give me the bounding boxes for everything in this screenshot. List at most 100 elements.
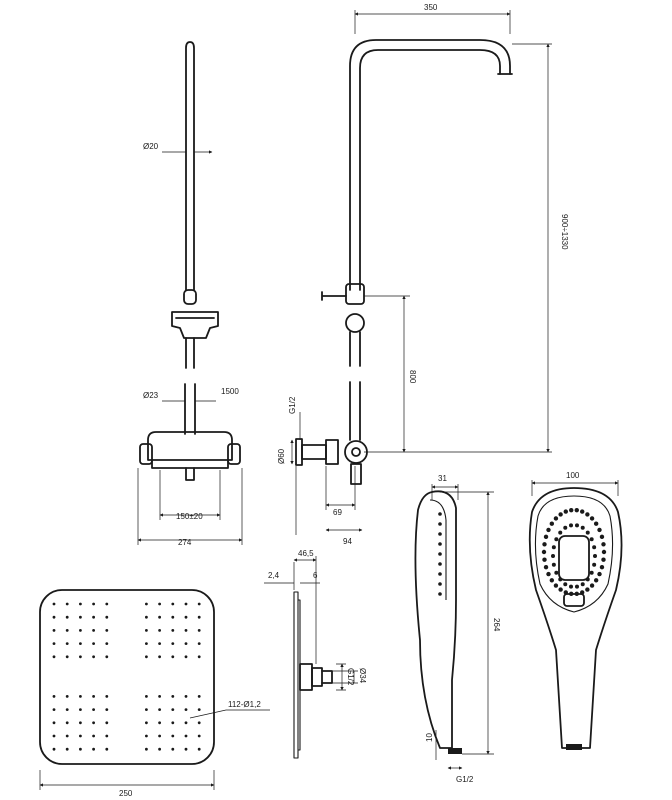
nozzle-dot [79, 615, 82, 619]
nozzle-dot [105, 708, 109, 711]
label-rosette-diameter: Ø60 [277, 448, 286, 464]
hand-nozzle-dot [597, 527, 602, 533]
hand-nozzle-dot [589, 537, 594, 542]
nozzle-dot [105, 642, 109, 645]
label-hand-length: 264 [492, 618, 501, 632]
nozzle-dot [65, 708, 69, 711]
nozzle-dot [158, 642, 162, 645]
nozzle-dot [171, 615, 175, 619]
hand-nozzle-dot [593, 578, 599, 583]
label-plate-2-4: 2,4 [268, 571, 280, 580]
hand-nozzle-dot [569, 523, 574, 528]
nozzle-dot [184, 615, 188, 619]
hand-nozzle-dot [553, 583, 559, 588]
nozzle-dot [92, 734, 95, 738]
overhead-shower-head: 250 112-Ø1,2 [39, 589, 270, 798]
nozzle-dot [105, 655, 109, 659]
label-spacing: 150±20 [176, 512, 203, 521]
nozzle-dot [79, 642, 82, 645]
nozzle-dot [145, 708, 148, 711]
nozzle-dot [145, 721, 148, 725]
nozzle-dot [158, 708, 162, 711]
label-rail-length: 1500 [221, 387, 239, 396]
nozzle-dot [197, 629, 201, 632]
nozzle-dot [105, 602, 109, 606]
label-arm-thread: G1/2 [346, 668, 355, 686]
hand-nozzle-dot [551, 545, 556, 550]
hand-nozzle-dot [585, 530, 590, 535]
nozzle-dot [158, 695, 162, 698]
side-nozzle-dot [438, 522, 442, 526]
nozzle-dot [171, 695, 175, 698]
nozzle-dot [184, 642, 188, 645]
nozzle-dot [171, 655, 175, 659]
nozzle-dot [158, 629, 162, 632]
label-head-width: 250 [119, 789, 133, 798]
hand-nozzle-dot [592, 545, 597, 550]
nozzle-dot [197, 655, 201, 659]
nozzle-dot [65, 615, 69, 619]
hand-nozzle-dot [541, 549, 547, 555]
label-nozzles: 112-Ø1,2 [228, 700, 261, 709]
hand-nozzle-dot [601, 557, 606, 562]
front-view: Ø20 Ø23 1500 150±20 274 [137, 41, 243, 547]
nozzle-dot [197, 708, 201, 711]
nozzle-dot [197, 615, 201, 619]
nozzle-dot [79, 708, 82, 711]
hand-nozzle-dot [542, 542, 547, 547]
nozzle-dot [65, 695, 69, 698]
side-nozzle-dot [438, 552, 442, 556]
nozzle-dot [184, 721, 188, 725]
nozzle-dot [145, 629, 148, 632]
hand-nozzle-dot [543, 564, 549, 570]
hand-nozzle-dot [597, 571, 602, 577]
nozzle-dot [171, 734, 175, 738]
nozzle-dot [158, 734, 162, 738]
label-top-width: 350 [424, 3, 438, 12]
hand-nozzle-dot [585, 587, 590, 592]
hand-nozzle-dot [549, 578, 555, 583]
hand-nozzle-dot [553, 516, 559, 521]
side-view: 350 900÷1330 800 G1/2 Ø60 69 94 [277, 3, 569, 546]
nozzle-dot [52, 695, 56, 698]
nozzle-dot [92, 629, 95, 632]
nozzle-dot [92, 695, 95, 698]
nozzle-dot [105, 629, 109, 632]
hand-nozzle-dot [546, 527, 551, 533]
label-arm-diameter: Ø34 [358, 668, 367, 684]
nozzle-dot [52, 615, 56, 619]
nozzle-dot [79, 655, 82, 659]
nozzle-dot [197, 721, 201, 725]
nozzle-dot [197, 602, 201, 606]
hand-nozzle-dot [592, 562, 597, 567]
nozzle-dot [92, 602, 95, 606]
side-nozzle-dot [438, 532, 442, 536]
nozzle-dot [158, 655, 162, 659]
nozzle-dot [184, 655, 188, 659]
hand-shower-side: 31 264 10 G1/2 [414, 474, 501, 784]
nozzle-dot [79, 629, 82, 632]
nozzle-dot [145, 655, 148, 659]
hand-nozzle-dot [574, 584, 579, 589]
side-nozzle-dot [438, 572, 442, 576]
nozzle-dot [145, 734, 148, 738]
nozzle-dot [65, 734, 69, 738]
hand-nozzle-dot [551, 554, 555, 558]
hand-nozzle-dot [601, 542, 606, 547]
hand-nozzle-dot [580, 509, 585, 514]
nozzle-dot [92, 615, 95, 619]
hand-nozzle-dot [542, 557, 547, 562]
hand-nozzle-dot [543, 534, 549, 540]
side-nozzle-dot [438, 512, 442, 516]
nozzle-dot [184, 734, 188, 738]
nozzle-dot [145, 642, 148, 645]
nozzle-dot [105, 721, 109, 725]
nozzle-dot [92, 708, 95, 711]
hand-nozzle-dot [599, 534, 605, 540]
hand-nozzle-dot [551, 562, 556, 567]
nozzle-dot [197, 734, 201, 738]
nozzle-dot [79, 721, 82, 725]
nozzle-dot [197, 747, 201, 751]
side-nozzle-dot [438, 542, 442, 546]
